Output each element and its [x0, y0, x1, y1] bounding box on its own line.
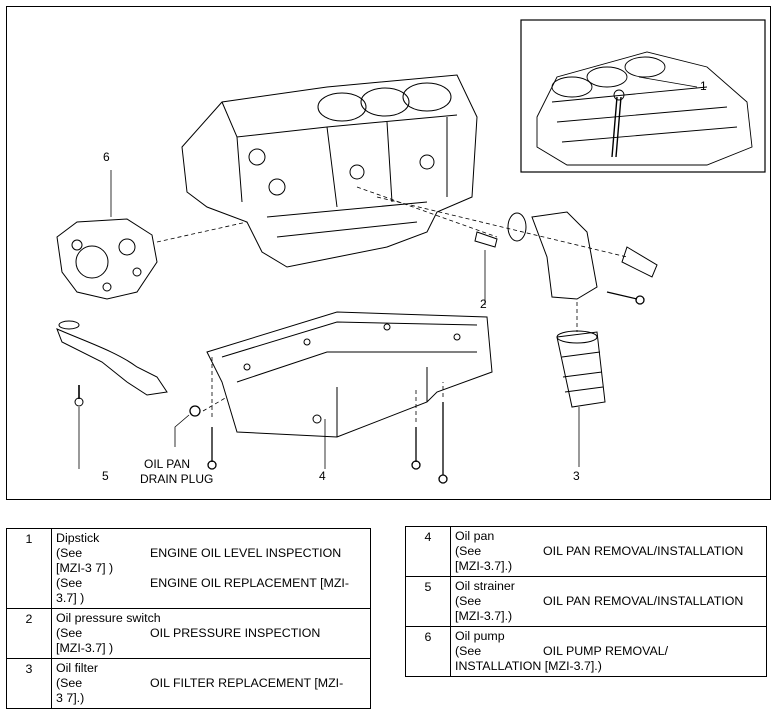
reference: (See OIL PAN REMOVAL/INSTALLATION	[455, 594, 762, 609]
see-label: (See	[56, 626, 83, 640]
engine-block	[181, 74, 478, 268]
callout-3: 3	[573, 469, 580, 483]
callout-6: 6	[103, 150, 110, 164]
callout-1: 1	[700, 79, 707, 93]
part-name: Oil pressure switch	[56, 611, 161, 625]
reference-cont: [MZI-3.7].)	[455, 609, 513, 623]
oil-filter-parts	[507, 211, 658, 408]
legend-number: 5	[405, 576, 451, 627]
legend-row-2: 2 Oil pressure switch (See OIL PRESSURE …	[6, 608, 371, 659]
bolts	[189, 291, 645, 484]
see-label: (See	[56, 546, 83, 560]
legend-description: Dipstick (See ENGINE OIL LEVEL INSPECTIO…	[51, 528, 371, 609]
leader-lines	[78, 76, 698, 469]
legend-row-6: 6 Oil pump (See OIL PUMP REMOVAL/ INSTAL…	[405, 626, 767, 677]
legend-row-3: 3 Oil filter (See OIL FILTER REPLACEMENT…	[6, 658, 371, 709]
reference: (See OIL PRESSURE INSPECTION	[56, 626, 366, 641]
diagram-frame: 6 1 2 4 3 5 OIL PAN DRAIN PLUG	[6, 6, 771, 500]
reference-cont: [MZI-3.7] )	[56, 641, 114, 655]
see-label: (See	[56, 576, 83, 590]
reference: (See OIL PAN REMOVAL/INSTALLATION	[455, 544, 762, 559]
legend-number: 1	[6, 528, 52, 609]
part-name: Oil filter	[56, 661, 98, 675]
procedure-link[interactable]: ENGINE OIL REPLACEMENT [MZI-	[150, 576, 349, 590]
part-name: Oil pan	[455, 529, 495, 543]
part-name: Dipstick	[56, 531, 100, 545]
reference-cont: 3 7].)	[56, 691, 85, 705]
reference-cont: [MZI-3 7] )	[56, 561, 114, 575]
procedure-link[interactable]: OIL FILTER REPLACEMENT [MZI-	[150, 676, 344, 690]
legend-description: Oil filter (See OIL FILTER REPLACEMENT […	[51, 658, 371, 709]
see-label: (See	[56, 676, 83, 690]
reference-cont: [MZI-3.7].)	[455, 559, 513, 573]
inset-frame	[520, 19, 766, 173]
procedure-link[interactable]: OIL PAN REMOVAL/INSTALLATION	[543, 594, 744, 608]
legend-row-4: 4 Oil pan (See OIL PAN REMOVAL/INSTALLAT…	[405, 526, 767, 577]
legend-description: Oil pump (See OIL PUMP REMOVAL/ INSTALLA…	[450, 626, 767, 677]
reference-cont: 3.7] )	[56, 591, 85, 605]
reference: (See ENGINE OIL REPLACEMENT [MZI-	[56, 576, 366, 591]
callout-5: 5	[102, 469, 109, 483]
legend-description: Oil pan (See OIL PAN REMOVAL/INSTALLATIO…	[450, 526, 767, 577]
exploded-view-illustration	[56, 19, 766, 484]
see-label: (See	[455, 644, 482, 658]
legend-description: Oil strainer (See OIL PAN REMOVAL/INSTAL…	[450, 576, 767, 627]
reference: (See OIL PUMP REMOVAL/	[455, 644, 762, 659]
reference-cont: INSTALLATION [MZI-3.7].)	[455, 659, 602, 673]
part-name: Oil pump	[455, 629, 505, 643]
oil-strainer-part	[56, 320, 168, 407]
reference: (See OIL FILTER REPLACEMENT [MZI-	[56, 676, 366, 691]
oil-pump-part	[56, 218, 158, 300]
legend-number: 4	[405, 526, 451, 577]
legend-number: 6	[405, 626, 451, 677]
callout-2: 2	[480, 297, 487, 311]
procedure-link[interactable]: ENGINE OIL LEVEL INSPECTION	[150, 546, 342, 560]
reference: (See ENGINE OIL LEVEL INSPECTION	[56, 546, 366, 561]
drain-plug-label-line2: DRAIN PLUG	[140, 472, 214, 486]
legend-row-5: 5 Oil strainer (See OIL PAN REMOVAL/INST…	[405, 576, 767, 627]
drain-plug-label-line1: OIL PAN	[144, 457, 191, 471]
oil-pan-part	[206, 311, 493, 438]
legend-number: 3	[6, 658, 52, 709]
inset-cylinder-head	[536, 51, 753, 166]
part-name: Oil strainer	[455, 579, 515, 593]
oil-pressure-switch-part	[474, 231, 498, 248]
see-label: (See	[455, 544, 482, 558]
procedure-link[interactable]: OIL PRESSURE INSPECTION	[150, 626, 321, 640]
legend-table-left: 1 Dipstick (See ENGINE OIL LEVEL INSPECT…	[6, 528, 371, 709]
procedure-link[interactable]: OIL PAN REMOVAL/INSTALLATION	[543, 544, 744, 558]
see-label: (See	[455, 594, 482, 608]
legend-description: Oil pressure switch (See OIL PRESSURE IN…	[51, 608, 371, 659]
legend-number: 2	[6, 608, 52, 659]
legend-row-1: 1 Dipstick (See ENGINE OIL LEVEL INSPECT…	[6, 528, 371, 609]
callout-4: 4	[319, 469, 326, 483]
procedure-link[interactable]: OIL PUMP REMOVAL/	[543, 644, 669, 658]
legend-table-right: 4 Oil pan (See OIL PAN REMOVAL/INSTALLAT…	[405, 526, 767, 677]
alignment-lines	[156, 186, 628, 422]
